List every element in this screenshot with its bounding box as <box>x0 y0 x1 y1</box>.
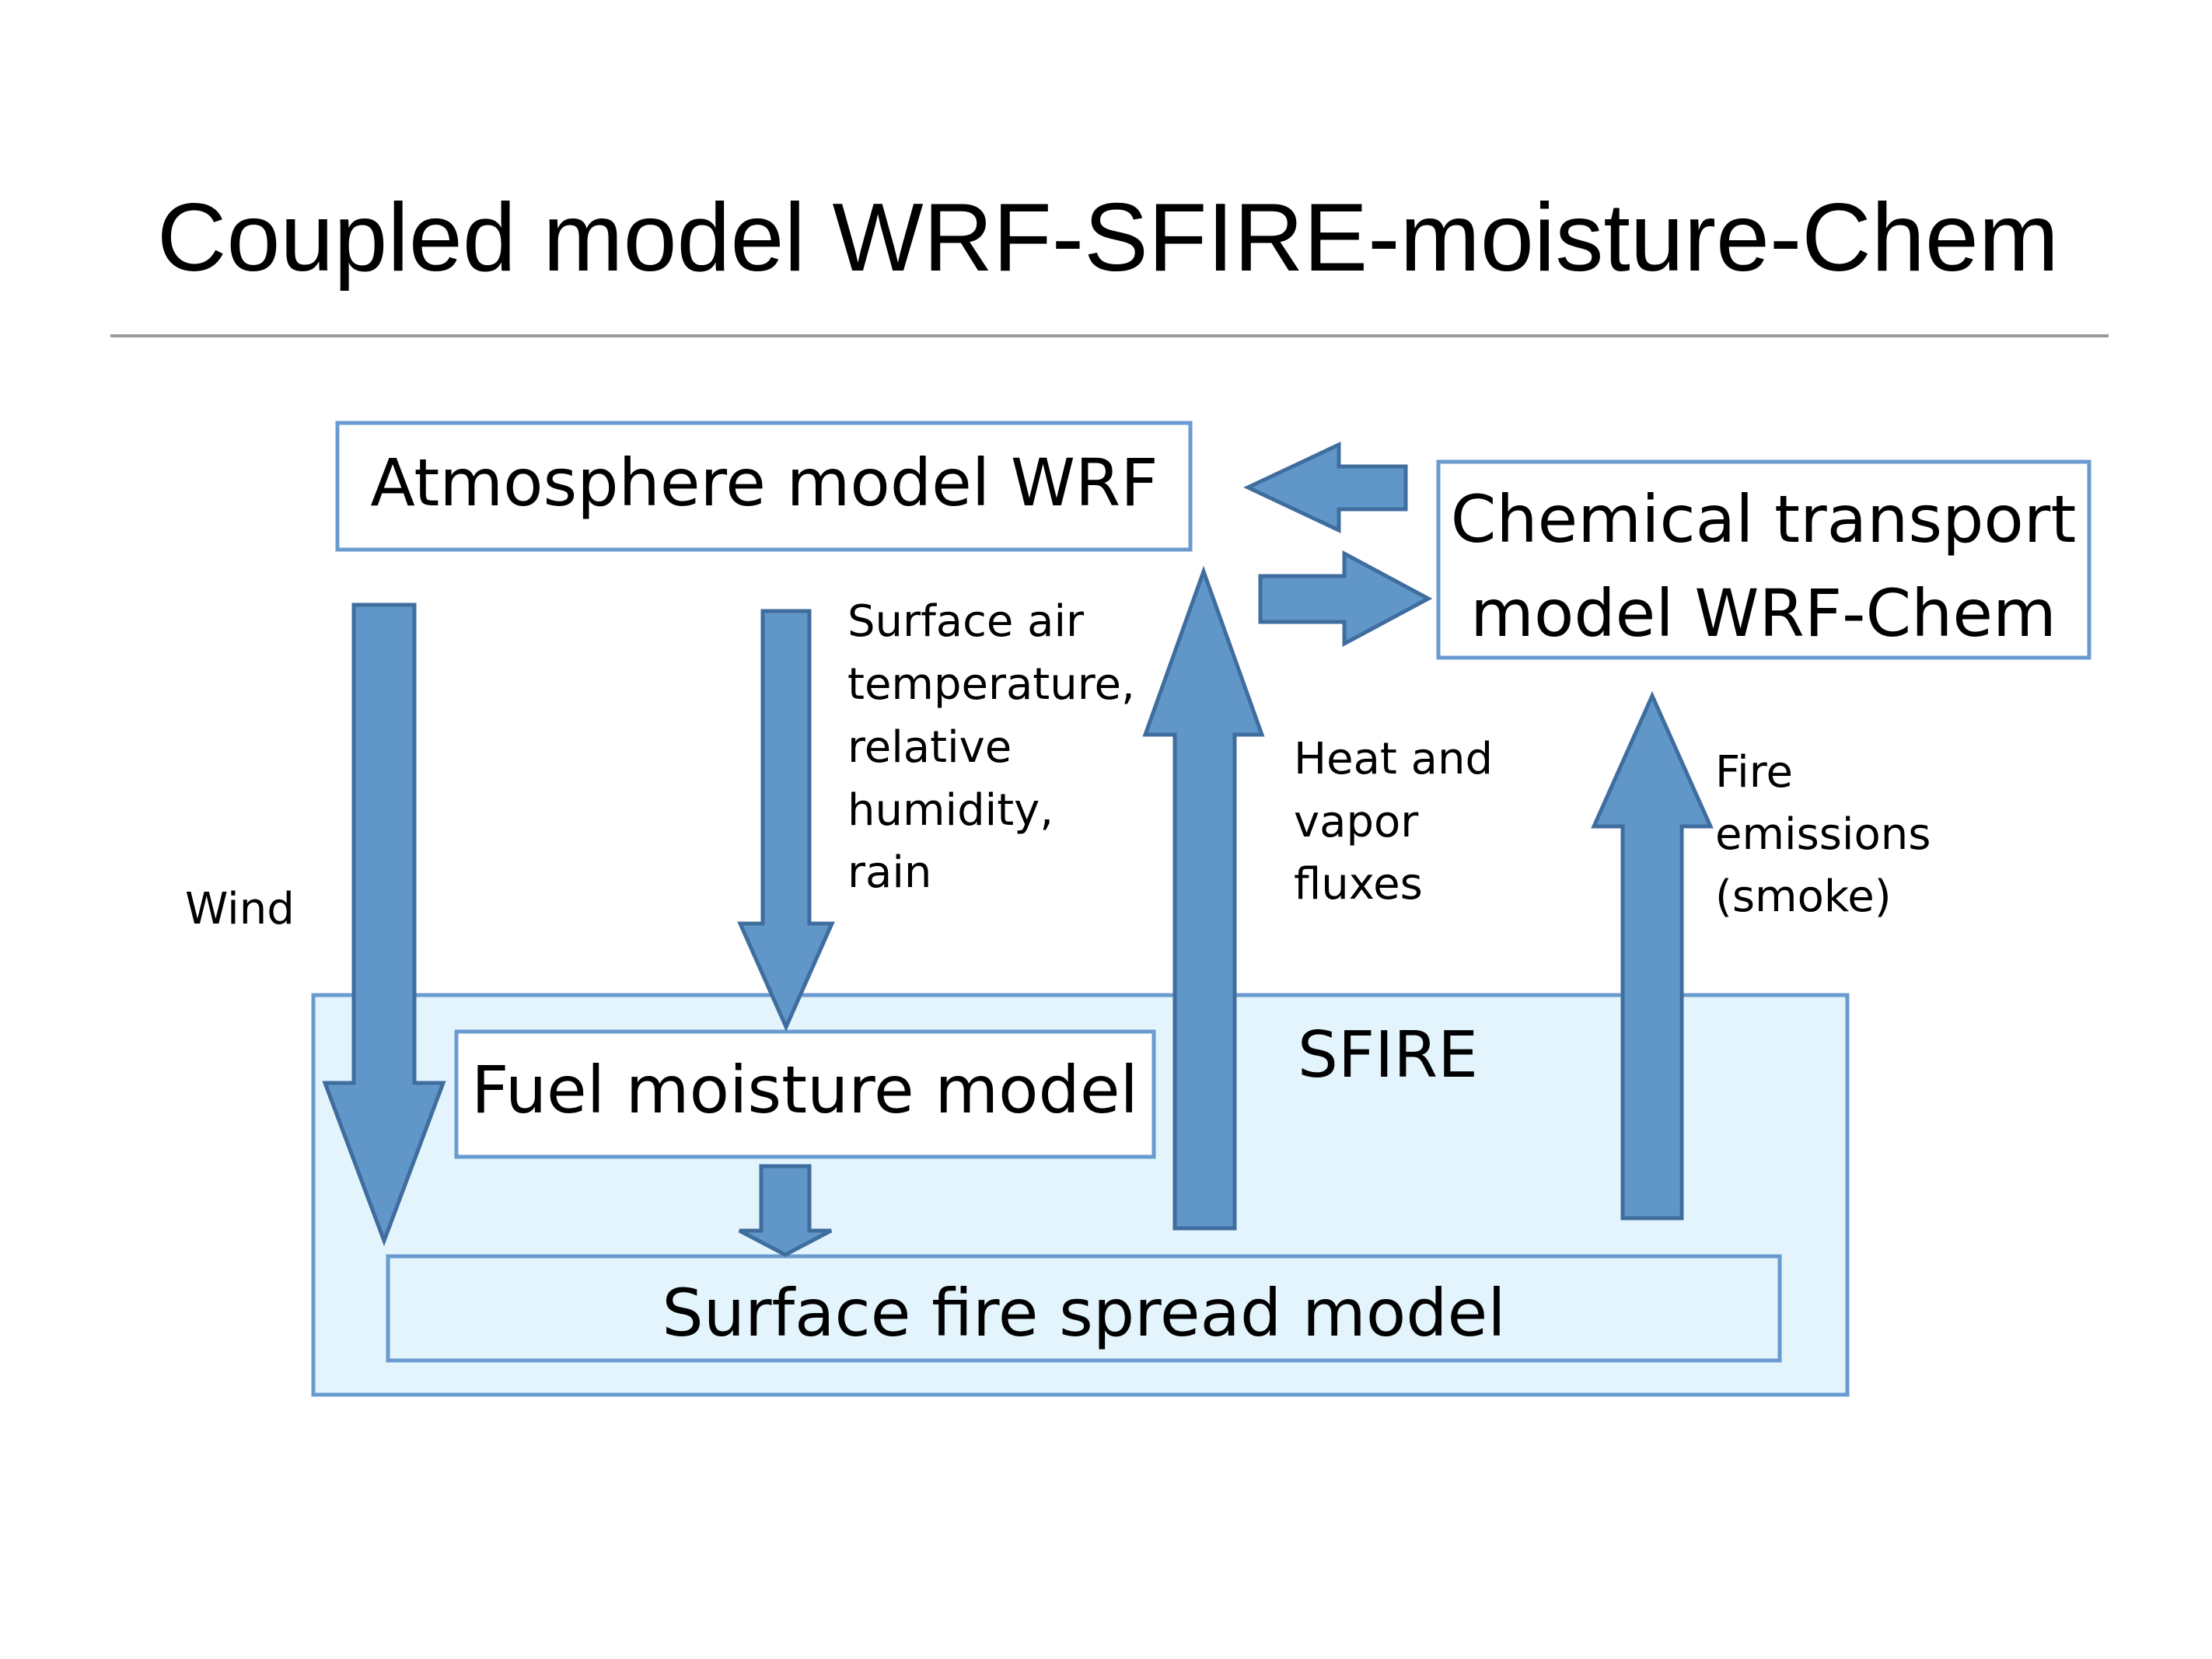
chemical-transport-label-line1: Chemical transport <box>1451 481 2077 557</box>
chem-to-atmosphere-arrow <box>1243 442 1408 533</box>
page-title: Coupled model WRF-SFIRE-moisture-Chem <box>157 184 2059 292</box>
atmosphere-model-box <box>335 421 1193 552</box>
fire-emissions-arrow <box>1591 690 1714 1221</box>
surface-label-line: humidity, <box>847 785 1054 836</box>
surface-label-line: relative <box>847 722 1012 773</box>
heat-label-line: vapor <box>1294 797 1419 847</box>
atmosphere-model-label: Atmosphere model WRF <box>370 445 1158 521</box>
sfire-label: SFIRE <box>1298 1018 1478 1092</box>
wind-arrow <box>322 602 446 1247</box>
surface-label-line: Surface air <box>847 596 1085 647</box>
surface-meteorology-arrow <box>737 609 835 1032</box>
surface-fire-spread-label: Surface fire spread model <box>662 1275 1505 1351</box>
atmosphere-to-chem-arrow <box>1258 550 1433 648</box>
heat-vapor-flux-arrow <box>1142 565 1265 1231</box>
surface-label-line: temperature, <box>847 659 1135 710</box>
fuel-to-fire-spread-arrow <box>738 1164 833 1257</box>
fuel-moisture-model-label: Fuel moisture model <box>471 1052 1138 1128</box>
fire-label-line: emissions <box>1715 809 1931 860</box>
heat-label-line: fluxes <box>1294 859 1423 910</box>
fire-label-line: (smoke) <box>1715 871 1892 922</box>
fuel-moisture-model-box <box>454 1029 1156 1159</box>
chemical-transport-label-line2: model WRF-Chem <box>1470 575 2056 651</box>
wind-label: Wind <box>185 884 295 934</box>
fire-label-line: Fire <box>1715 747 1793 798</box>
surface-fire-spread-box <box>386 1254 1782 1363</box>
heat-label-line: Heat and <box>1294 734 1493 784</box>
surface-label-line: rain <box>847 847 931 898</box>
chemical-transport-box <box>1436 459 2091 660</box>
